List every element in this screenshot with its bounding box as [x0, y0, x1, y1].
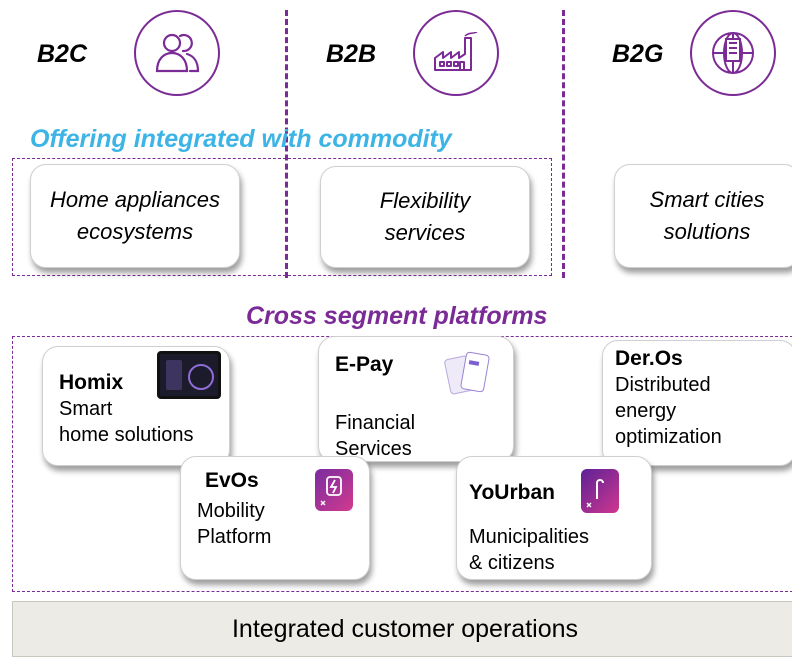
segment-b2g-label: B2G — [612, 40, 664, 68]
platform-desc-line: Mobility — [197, 500, 265, 522]
platform-desc-line: Distributed — [615, 374, 711, 396]
platform-name: EvOs — [205, 469, 259, 492]
platform-card-homix: Homix Smart home solutions — [42, 346, 230, 466]
offering-card-flexibility: Flexibility services — [320, 166, 530, 268]
cross-section-title: Cross segment platforms — [246, 302, 548, 330]
offering-group-box — [12, 158, 552, 276]
segment-b2g-icon — [690, 10, 776, 96]
offering-text: Home appliances ecosystems — [50, 187, 220, 244]
platform-card-deros: Der.Os Distributed energy optimization — [602, 340, 792, 466]
segment-b2c-label: B2C — [37, 40, 88, 68]
factory-icon — [434, 32, 478, 71]
platform-desc-line: Financial — [335, 412, 416, 434]
platform-name: Homix — [59, 371, 124, 394]
platform-desc-line: & citizens — [469, 552, 555, 574]
platform-card-epay: E-Pay Financial Services — [318, 336, 514, 462]
footer-label: Integrated customer operations — [231, 614, 579, 643]
people-icon — [155, 33, 200, 73]
tablet-icon — [157, 351, 221, 399]
offering-text: Smart cities solutions — [649, 187, 765, 244]
ev-charger-app-icon — [315, 469, 353, 511]
city-app-icon — [581, 469, 619, 513]
platform-desc-line: Platform — [197, 526, 272, 548]
integrated-operations-bar: Integrated customer operations — [12, 601, 792, 657]
offering-card-home-appliances: Home appliances ecosystems — [30, 164, 240, 268]
segment-divider-left — [285, 10, 288, 278]
platform-name: E-Pay — [335, 353, 394, 376]
platform-name: YoUrban — [469, 481, 555, 504]
platform-desc-line: Services — [335, 438, 412, 460]
city-globe-icon — [712, 32, 754, 74]
offering-text: Flexibility services — [379, 188, 471, 245]
segment-b2c-icon — [134, 10, 220, 96]
platform-desc-line: home solutions — [59, 424, 194, 446]
offering-section-title: Offering integrated with commodity — [30, 125, 452, 153]
segment-b2b-label: B2B — [326, 40, 377, 68]
offering-card-smart-cities: Smart cities solutions — [614, 164, 792, 268]
platform-desc-line: Smart — [59, 398, 113, 420]
platform-card-yourban: YoUrban Municipalities & citizens — [456, 456, 652, 580]
segment-b2b-icon — [413, 10, 499, 96]
phone-app-icon — [443, 351, 493, 396]
platform-desc-line: energy — [615, 400, 677, 422]
platform-desc-line: Municipalities — [469, 526, 590, 548]
platform-card-evos: EvOs Mobility Platform — [180, 456, 370, 580]
platform-desc-line: optimization — [615, 426, 722, 448]
segment-divider-right — [562, 10, 565, 278]
platform-name: Der.Os — [615, 347, 683, 370]
